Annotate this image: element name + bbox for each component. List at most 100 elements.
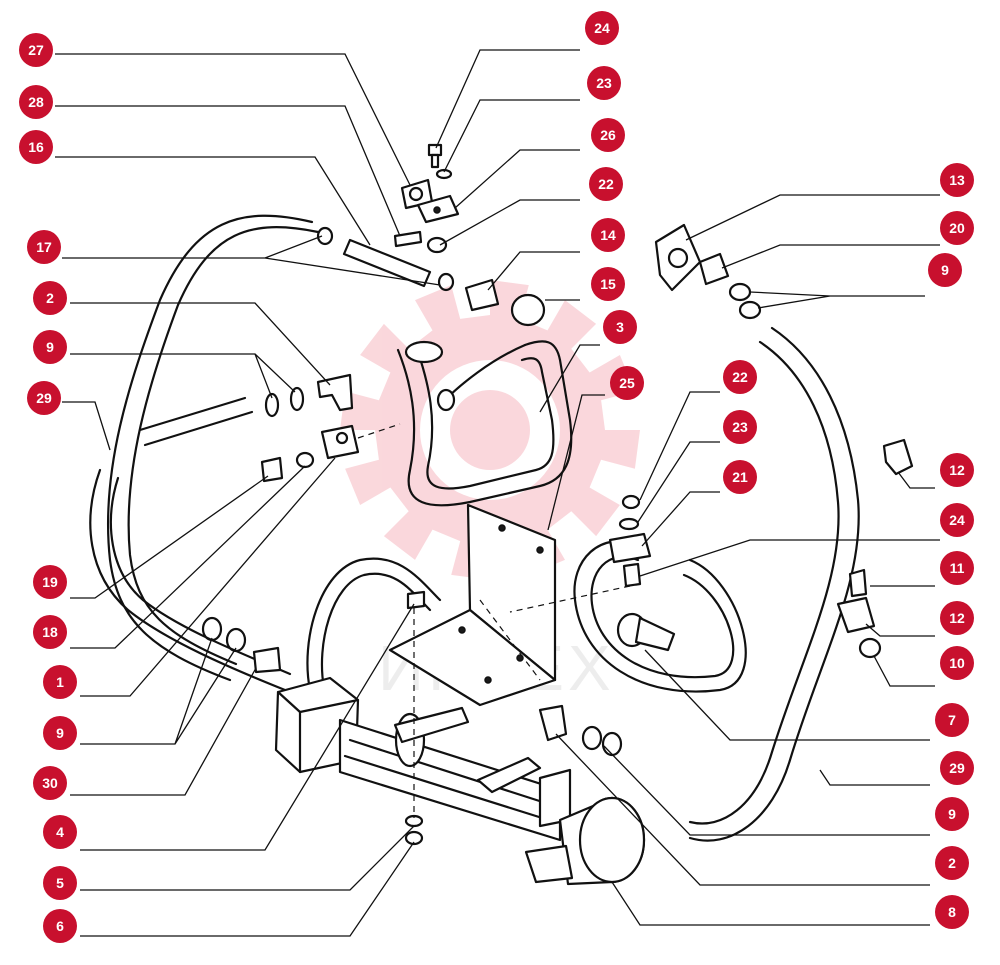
clamp-9-b [289,386,305,412]
callout-badge-14: 14 [591,218,625,252]
leader-line-12a [897,471,935,489]
callout-badge-8: 8 [935,895,969,929]
nut-6 [404,830,424,846]
callout-badge-2a: 2 [33,281,67,315]
tee-1-port [335,431,349,445]
bracket-hole-5 [484,676,492,684]
callout-number-30: 30 [42,775,58,791]
callout-number-24a: 24 [594,20,610,36]
callout-number-23b: 23 [732,419,748,435]
callout-number-9b: 9 [56,725,64,741]
callout-badge-26: 26 [591,118,625,152]
leader-line-20 [721,244,940,269]
clip-12-b [836,596,876,634]
hose-29-right-inner [688,340,840,825]
heater-line-1 [348,738,557,808]
clip-12-a [882,438,914,476]
small-parts [201,143,914,846]
callout-number-10: 10 [949,655,965,671]
bracket-25 [388,503,557,707]
callout-badge-18: 18 [33,615,67,649]
callout-number-1: 1 [56,674,64,690]
callout-circle-12b [940,601,974,635]
callout-number-29a: 29 [36,390,52,406]
callout-number-7: 7 [948,712,956,728]
bolt-24-top [427,143,443,157]
callout-badge-12b: 12 [940,601,974,635]
callout-number-19: 19 [42,574,58,590]
nipple-30 [252,646,282,674]
pipe-3-end [404,340,444,364]
leader-line-27 [55,53,411,186]
leader-line-14 [487,251,580,291]
washer-18 [295,451,315,469]
callout-badge-17: 17 [27,230,61,264]
leader-line-23b [637,441,720,523]
bolt-24-top-shank [430,153,440,169]
block-27-hole [408,186,424,202]
bracket-26-hole [433,206,441,214]
heater-line-2 [343,754,557,824]
callout-circle-27 [19,33,53,67]
callout-number-12a: 12 [949,462,965,478]
callout-circle-14 [591,218,625,252]
valve-7-body [634,616,676,652]
callout-number-2b: 2 [948,855,956,871]
filter-8-cap [578,796,646,884]
leader-line-7 [644,649,930,741]
clamp-17-a [316,226,334,246]
hose-29-right [688,326,860,842]
bolt-4 [406,590,426,610]
callout-number-9c: 9 [941,262,949,278]
hose-29-left-inner [127,226,320,666]
callout-badge-6: 6 [43,909,77,943]
bracket-hole-2 [536,546,544,554]
bracket-25-base [388,608,557,707]
leader-line-1 [80,457,336,697]
leader-line-24b [639,539,940,577]
callout-circle-24b [940,503,974,537]
callout-number-11: 11 [950,560,965,576]
callout-badge-21: 21 [723,460,757,494]
callout-badge-23a: 23 [587,66,621,100]
callout-circle-24a [585,11,619,45]
callout-number-3: 3 [616,319,624,335]
clamp-9-g [581,725,603,751]
callout-circle-4 [43,815,77,849]
bolt-28 [393,230,423,248]
leader-line-2b [555,733,930,886]
callout-number-2a: 2 [46,290,54,306]
leader-line-23a [443,99,580,173]
hose-loop-7-inner [590,555,735,679]
callout-badge-13: 13 [940,163,974,197]
leader-line-24a [435,49,580,149]
leader-line-30 [70,667,257,796]
pipe-3-outer [396,340,573,507]
hose-left-lower-inner [109,476,292,676]
callout-circle-12a [940,453,974,487]
clamp-21 [608,532,652,564]
bracket-hole-1 [498,524,506,532]
callout-number-24b: 24 [949,512,965,528]
callout-circle-17 [27,230,61,264]
callout-badge-10: 10 [940,646,974,680]
callout-circle-19 [33,565,67,599]
callout-circle-22b [723,360,757,394]
callout-badge-12a: 12 [940,453,974,487]
hose-short-9 [138,396,247,432]
watermark-gear-core [450,390,530,470]
dash-1 [357,423,401,439]
leader-line-12b [865,623,935,637]
callout-badge-28: 28 [19,85,53,119]
callout-number-22b: 22 [732,369,748,385]
callout-circle-9b [43,716,77,750]
callout-circle-22a [589,167,623,201]
callout-badge-15: 15 [591,267,625,301]
callout-number-21: 21 [732,469,748,485]
callout-badge-2b: 2 [935,846,969,880]
hose-loop-7 [573,539,747,693]
leader-line-18 [70,465,306,649]
bolt-11 [848,568,868,598]
